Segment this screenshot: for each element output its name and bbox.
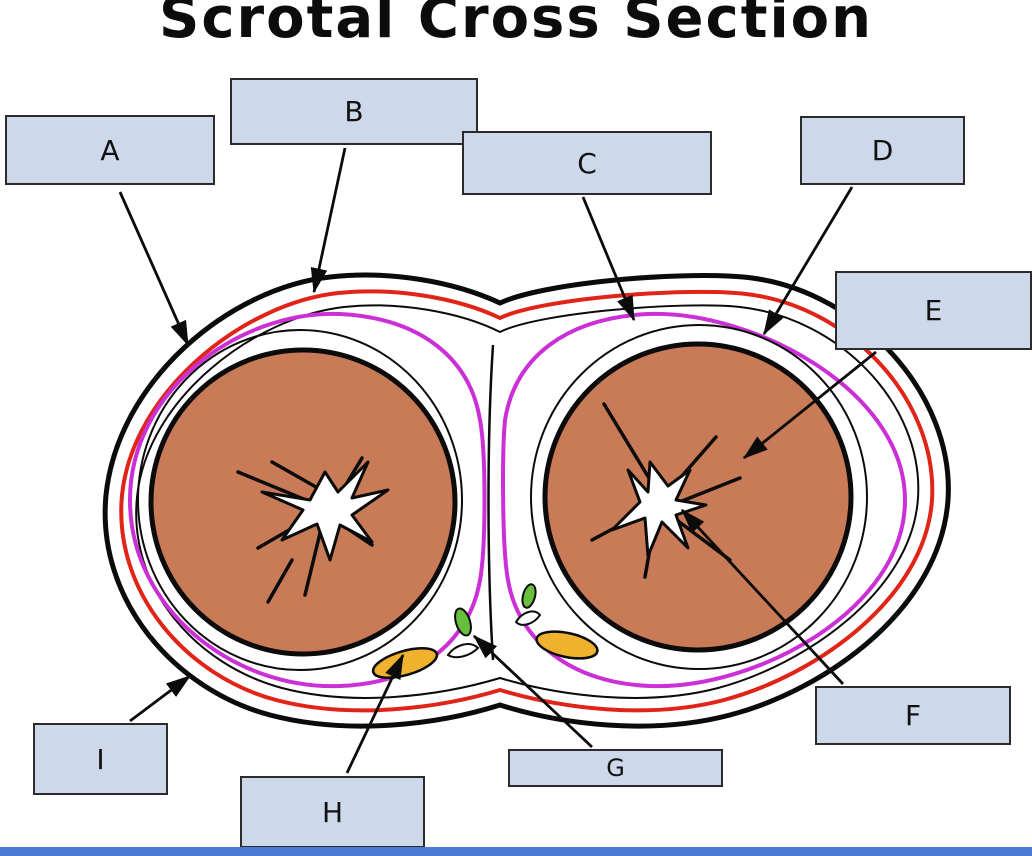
bottom-toolbar-edge	[0, 847, 1032, 856]
purple-membrane-right	[501, 311, 908, 689]
thin-fascia-layer	[135, 304, 920, 699]
arrow-D	[762, 186, 854, 336]
cavity-line-left	[137, 329, 463, 671]
cavity-line-right	[530, 324, 868, 670]
purple-membrane-left	[127, 311, 487, 689]
duct-outline-right	[514, 610, 542, 626]
page-title: Scrotal Cross Section	[158, 0, 874, 51]
duct-green-right	[521, 583, 537, 609]
label-box-C[interactable]: C	[462, 131, 712, 195]
label-box-E[interactable]: E	[835, 271, 1032, 350]
label-box-I[interactable]: I	[33, 723, 168, 795]
duct-green-left	[454, 607, 472, 637]
label-box-D[interactable]: D	[800, 116, 965, 185]
epididymis-right	[535, 630, 599, 660]
label-box-A[interactable]: A	[5, 115, 215, 185]
rete-testis-left	[260, 460, 390, 562]
arrow-I	[129, 674, 192, 723]
label-box-F[interactable]: F	[815, 686, 1011, 745]
label-box-H[interactable]: H	[240, 776, 425, 848]
arrow-G	[472, 634, 593, 749]
testis-right	[542, 341, 854, 653]
midline-septum	[487, 344, 495, 661]
pointer-arrows	[118, 147, 877, 774]
arrow-C	[581, 196, 636, 322]
arrow-A	[118, 191, 190, 347]
label-box-G[interactable]: G	[508, 749, 723, 787]
label-box-B[interactable]: B	[230, 78, 478, 145]
arrow-E	[742, 350, 877, 460]
arrow-H	[345, 653, 405, 774]
rete-testis-right	[610, 460, 708, 558]
arrow-B	[310, 147, 347, 294]
arrow-F	[680, 508, 845, 685]
